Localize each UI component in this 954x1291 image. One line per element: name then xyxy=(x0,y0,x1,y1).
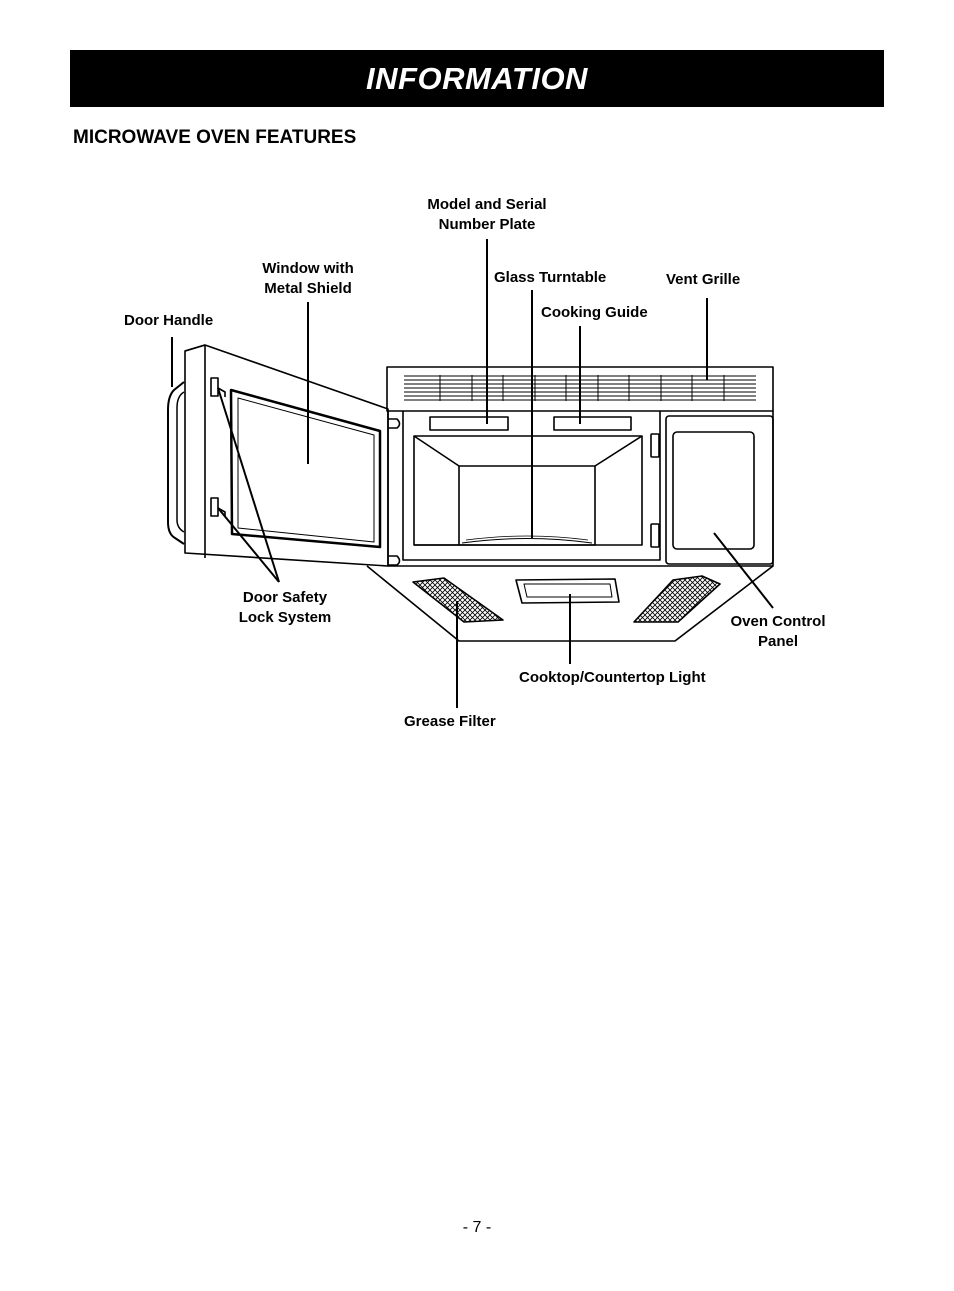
glass-turntable xyxy=(461,538,593,544)
label-door-safety-lock: Door Safety Lock System xyxy=(238,589,332,626)
model-serial-plate xyxy=(429,416,509,431)
label-grease-filter: Grease Filter xyxy=(404,713,496,730)
header-bar: INFORMATION xyxy=(70,50,884,107)
label-cooking-guide: Cooking Guide xyxy=(541,304,648,321)
label-window-metal-shield: Window with Metal Shield xyxy=(262,260,354,297)
leader-lock-1 xyxy=(217,387,280,583)
cooking-guide-plate xyxy=(553,416,632,431)
oven-control-panel xyxy=(672,431,755,550)
label-oven-control-panel: Oven Control Panel xyxy=(730,613,826,650)
oven-body xyxy=(387,411,774,567)
cooktop-light xyxy=(515,578,620,604)
door-window xyxy=(229,388,382,549)
page-title: INFORMATION xyxy=(366,60,588,96)
microwave-diagram xyxy=(167,239,774,708)
label-glass-turntable: Glass Turntable xyxy=(494,269,607,286)
grease-filter-right xyxy=(633,575,721,623)
grease-filter-left xyxy=(412,577,504,623)
page-number: - 7 - xyxy=(462,1219,492,1236)
label-model-serial-plate: Model and Serial Number Plate xyxy=(427,196,547,233)
oven-cavity xyxy=(413,435,643,546)
section-title: MICROWAVE OVEN FEATURES xyxy=(73,127,357,148)
leader-lock-2 xyxy=(217,507,280,583)
label-door-handle: Door Handle xyxy=(124,312,214,329)
door-handle xyxy=(167,381,185,545)
label-cooktop-light: Cooktop/Countertop Light xyxy=(519,669,706,686)
bottom-panel xyxy=(366,565,774,642)
control-panel-frame xyxy=(665,415,774,565)
label-vent-grille: Vent Grille xyxy=(666,271,741,288)
leader-control-panel xyxy=(713,532,774,609)
